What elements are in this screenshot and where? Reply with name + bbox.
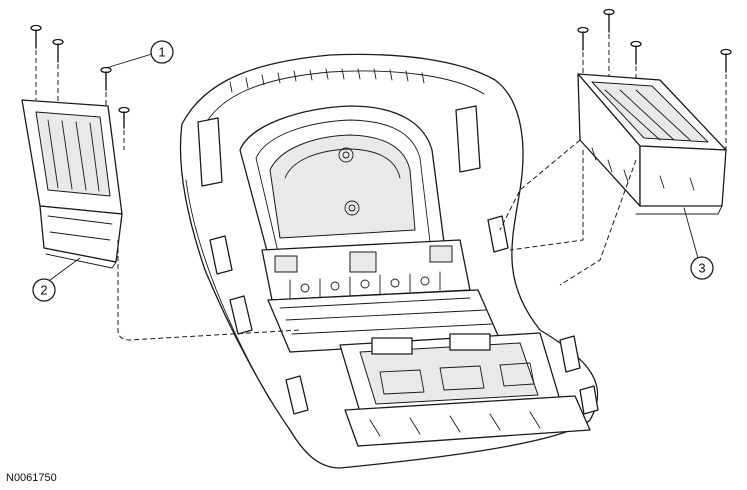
callout-3: 3 (683, 207, 714, 280)
callout-2: 2 (32, 257, 81, 302)
screw-2 (52, 38, 64, 63)
callout-2-label: 2 (40, 283, 47, 298)
screw-7 (630, 40, 642, 65)
alignment-lines (35, 34, 727, 341)
screw-1 (30, 24, 42, 49)
screw-4 (118, 106, 130, 129)
left-air-register (21, 99, 123, 269)
center-console-bezel (179, 53, 599, 469)
screw-8 (720, 48, 732, 73)
screw-5 (577, 26, 589, 51)
callout-1-label: 1 (158, 45, 165, 60)
callout-1: 1 (105, 40, 174, 69)
callout-3-label: 3 (698, 261, 705, 276)
screw-6 (603, 8, 615, 33)
right-air-register (577, 73, 727, 215)
figure-id: N0061750 (6, 472, 57, 484)
screws (30, 8, 732, 129)
screw-3 (100, 66, 112, 91)
